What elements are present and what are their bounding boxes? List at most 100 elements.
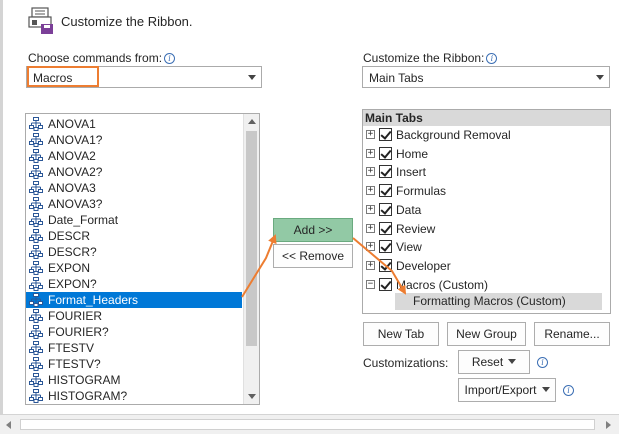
ribbon-tab-item[interactable]: +Developer xyxy=(363,257,593,275)
expand-icon[interactable]: + xyxy=(366,166,375,177)
macro-icon xyxy=(29,293,43,307)
ribbon-tab-label: Formulas xyxy=(396,184,447,199)
ribbon-tab-item[interactable]: + Background Removal xyxy=(363,126,593,144)
ribbon-tab-item[interactable]: +View xyxy=(363,238,593,256)
command-label: Date_Format xyxy=(48,213,119,227)
expand-icon[interactable]: + xyxy=(366,222,375,233)
command-item[interactable]: HISTOGRAM? xyxy=(26,388,242,404)
command-item[interactable]: FOURIER? xyxy=(26,324,242,340)
choose-commands-value: Macros xyxy=(33,71,73,85)
scroll-right-icon[interactable] xyxy=(606,421,611,429)
rename-button[interactable]: Rename... xyxy=(534,322,610,346)
command-item[interactable]: ANOVA2? xyxy=(26,164,242,180)
tab-checkbox[interactable] xyxy=(379,277,392,291)
formatting-macros-group[interactable]: Formatting Macros (Custom) xyxy=(395,293,602,310)
collapse-icon[interactable]: − xyxy=(366,278,375,289)
tab-checkbox[interactable] xyxy=(379,202,392,216)
command-item[interactable]: ANOVA2 xyxy=(26,148,242,164)
command-item[interactable]: DESCR xyxy=(26,228,242,244)
macro-icon xyxy=(29,213,43,227)
import-export-button[interactable]: Import/Export xyxy=(458,378,556,402)
tab-checkbox[interactable] xyxy=(379,240,392,254)
command-item[interactable]: FTESTV xyxy=(26,340,242,356)
command-item[interactable]: ANOVA3 xyxy=(26,180,242,196)
scroll-down-icon[interactable] xyxy=(248,394,256,399)
expand-icon[interactable]: + xyxy=(366,185,375,196)
macro-icon xyxy=(29,133,43,147)
macro-icon xyxy=(29,229,43,243)
expand-icon[interactable]: + xyxy=(366,241,375,252)
macro-icon xyxy=(29,373,43,387)
command-item[interactable]: ANOVA3? xyxy=(26,196,242,212)
macros-highlight-box xyxy=(27,66,99,87)
customize-ribbon-icon xyxy=(28,7,53,34)
chevron-down-icon xyxy=(541,387,550,392)
tab-checkbox[interactable] xyxy=(379,221,392,235)
horizontal-scrollbar[interactable] xyxy=(0,414,619,434)
page-title: Customize the Ribbon. xyxy=(61,14,193,29)
expand-icon[interactable]: + xyxy=(366,259,375,270)
ribbon-tab-item[interactable]: + Home xyxy=(363,145,593,163)
command-label: DESCR xyxy=(48,229,91,243)
tab-checkbox[interactable] xyxy=(379,146,392,160)
customize-ribbon-dropdown[interactable]: Main Tabs xyxy=(362,66,610,88)
ribbon-tab-item[interactable]: + Review xyxy=(363,220,593,238)
scroll-left-icon[interactable] xyxy=(6,421,11,429)
command-label: ANOVA2? xyxy=(48,165,103,179)
macro-icon xyxy=(29,245,43,259)
command-item[interactable]: DESCR? xyxy=(26,244,242,260)
command-item[interactable]: Format_Headers xyxy=(26,292,242,308)
ribbon-tab-item[interactable]: +Data xyxy=(363,201,593,219)
remove-button[interactable]: << Remove xyxy=(273,244,353,268)
macro-icon xyxy=(29,117,43,131)
new-group-button[interactable]: New Group xyxy=(447,322,526,346)
macro-icon xyxy=(29,261,43,275)
new-tab-button[interactable]: New Tab xyxy=(363,322,439,346)
command-item[interactable]: ANOVA1 xyxy=(26,116,242,132)
scroll-thumb[interactable] xyxy=(246,131,257,346)
info-icon[interactable]: i xyxy=(486,53,498,64)
info-icon[interactable]: i xyxy=(537,357,548,368)
command-item[interactable]: ANOVA1? xyxy=(26,132,242,148)
reset-button[interactable]: Reset xyxy=(458,350,530,374)
ribbon-tab-item[interactable]: −Macros (Custom) xyxy=(363,276,593,294)
command-label: EXPON xyxy=(48,261,91,275)
ribbon-tab-item[interactable]: +Insert xyxy=(363,163,593,181)
expand-icon[interactable]: + xyxy=(366,147,375,158)
info-icon[interactable]: i xyxy=(164,53,176,64)
expand-icon[interactable]: + xyxy=(366,129,375,139)
expand-icon[interactable]: + xyxy=(366,203,375,214)
scroll-up-icon[interactable] xyxy=(248,119,256,124)
ribbon-tab-label: Home xyxy=(396,146,429,161)
ribbon-tab-label: Background Removal xyxy=(396,128,511,142)
horizontal-scroll-thumb[interactable] xyxy=(20,419,595,430)
tab-checkbox[interactable] xyxy=(379,165,392,179)
window-edge xyxy=(0,0,3,434)
macro-icon xyxy=(29,357,43,371)
tab-checkbox[interactable] xyxy=(379,184,392,198)
command-label: FTESTV? xyxy=(48,357,101,371)
command-item[interactable]: Date_Format xyxy=(26,212,242,228)
macro-icon xyxy=(29,325,43,339)
tab-checkbox[interactable] xyxy=(379,258,392,272)
info-icon[interactable]: i xyxy=(563,385,574,396)
commands-scrollbar[interactable] xyxy=(243,114,259,404)
choose-commands-dropdown[interactable]: Macros xyxy=(26,66,262,88)
command-item[interactable]: EXPON xyxy=(26,260,242,276)
command-item[interactable]: HISTOGRAM xyxy=(26,372,242,388)
command-label: HISTOGRAM xyxy=(48,373,121,387)
customize-ribbon-value: Main Tabs xyxy=(369,71,424,85)
command-label: ANOVA2 xyxy=(48,149,96,163)
command-label: ANOVA1 xyxy=(48,117,96,131)
command-item[interactable]: FOURIER xyxy=(26,308,242,324)
ribbon-tabs-tree[interactable]: Main Tabs +Background Removal+Home+Inser… xyxy=(362,109,611,314)
command-item[interactable]: FTESTV? xyxy=(26,356,242,372)
command-label: ANOVA3? xyxy=(48,197,103,211)
command-label: ANOVA1? xyxy=(48,133,103,147)
tab-checkbox[interactable] xyxy=(379,128,392,141)
ribbon-tab-label: Review xyxy=(396,221,436,236)
command-item[interactable]: EXPON? xyxy=(26,276,242,292)
add-button[interactable]: Add >> xyxy=(273,218,353,242)
ribbon-tab-item[interactable]: + Formulas xyxy=(363,182,593,200)
